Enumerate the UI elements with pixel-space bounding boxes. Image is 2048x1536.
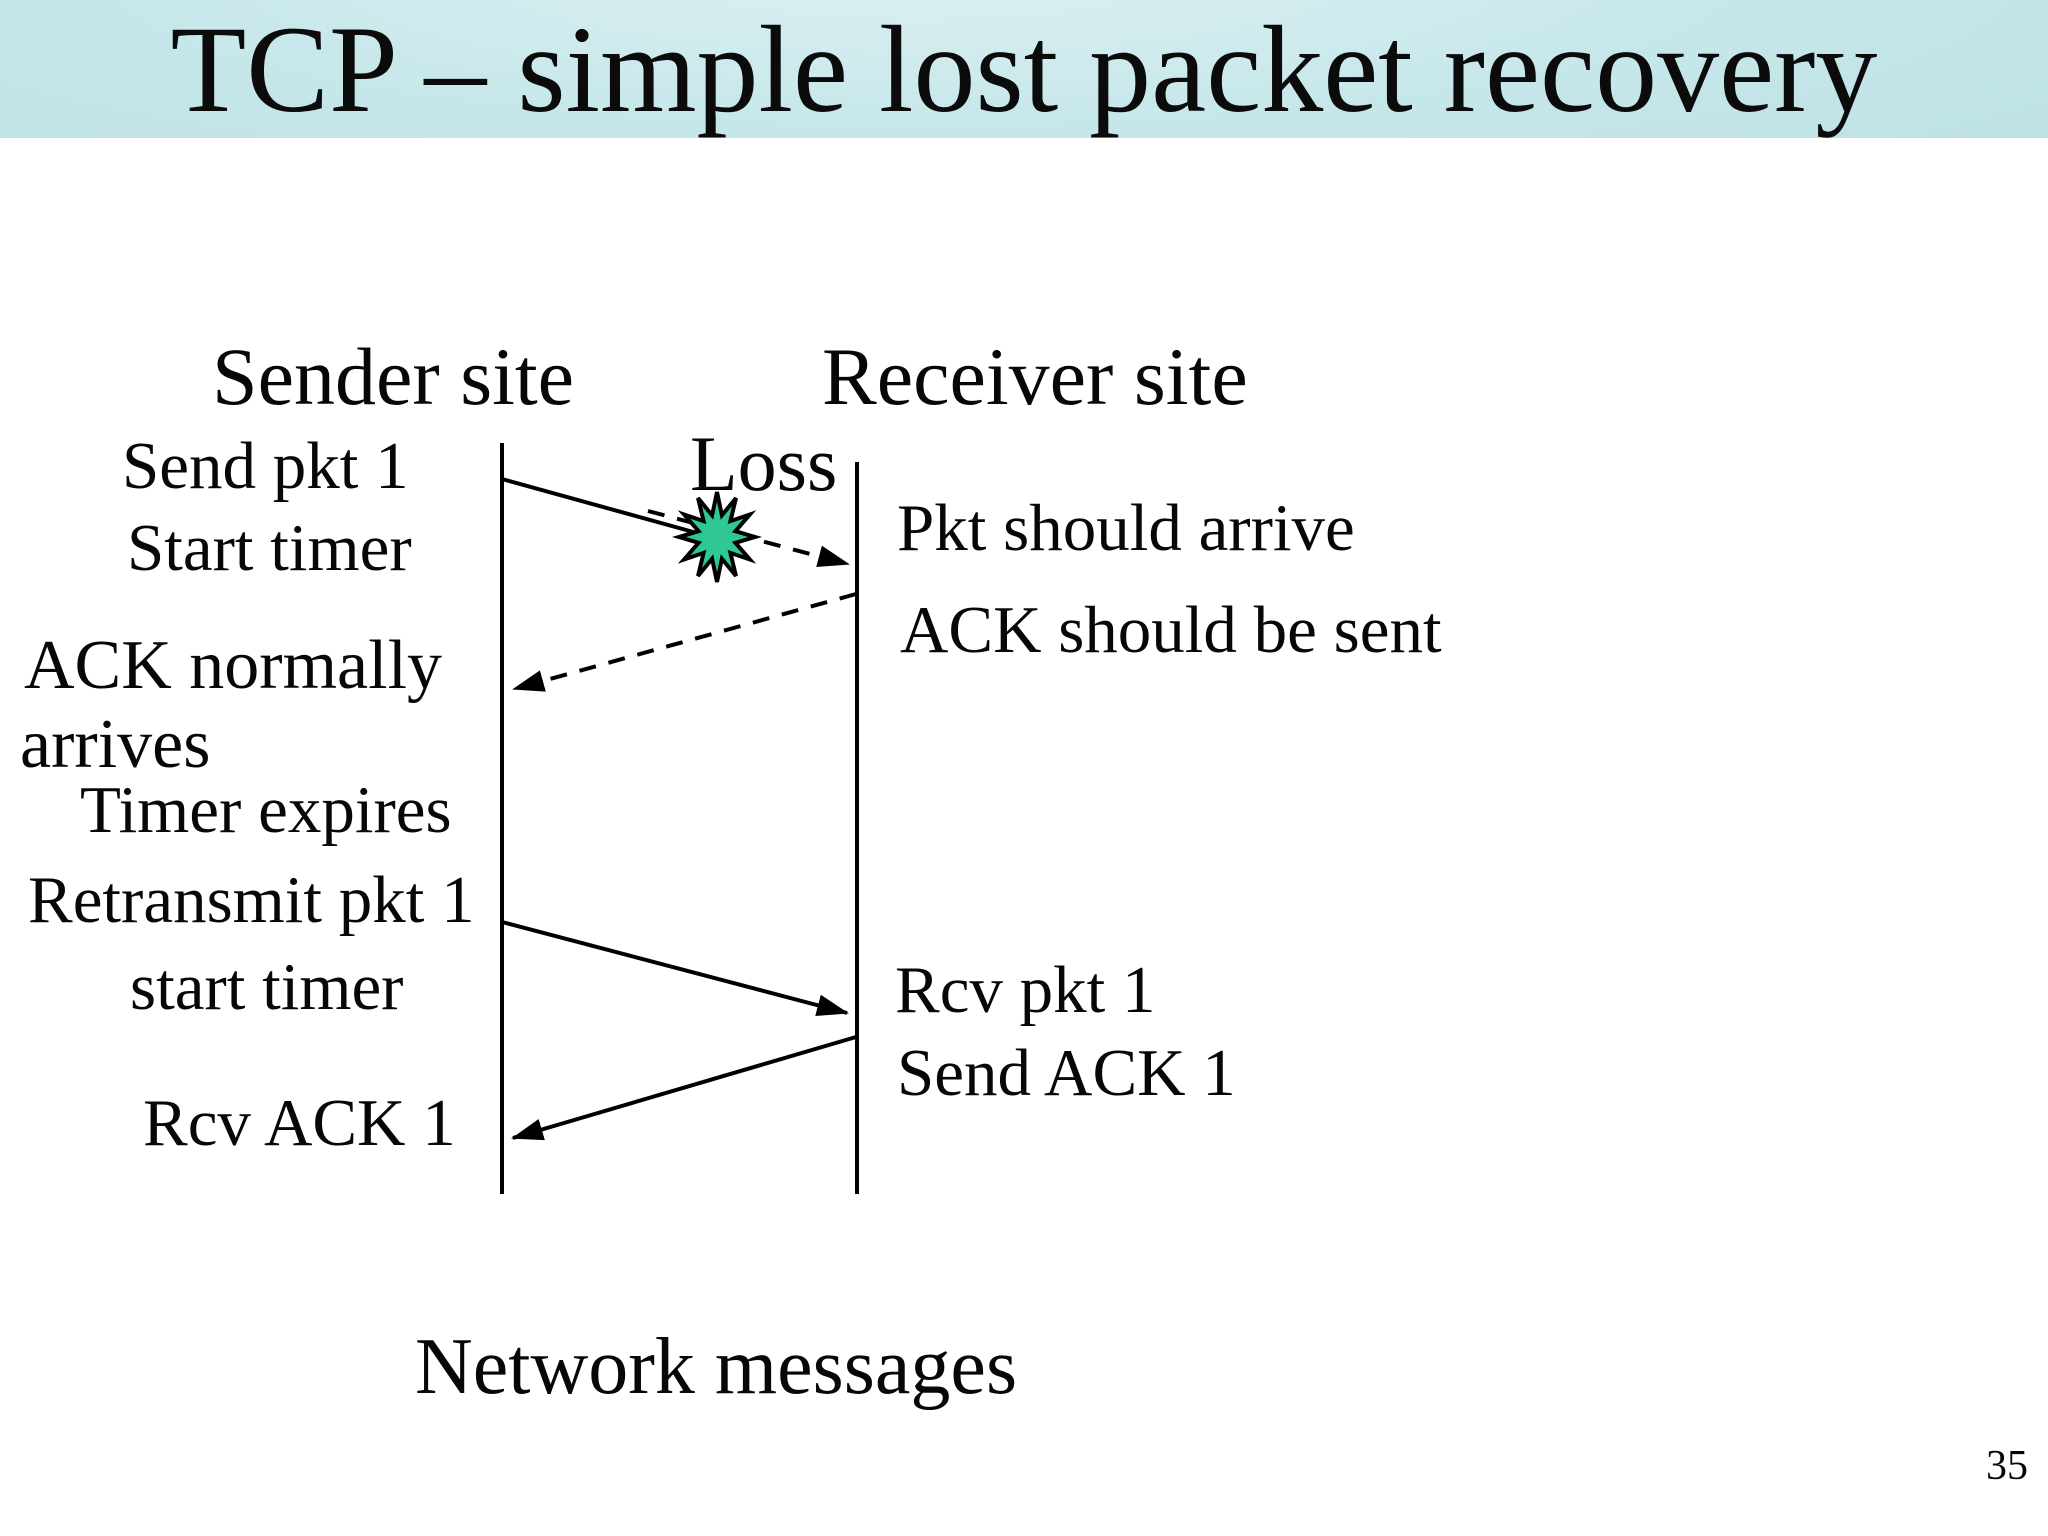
sender-event-send-pkt1: Send pkt 1 — [122, 429, 409, 503]
arrow-send-ack1 — [511, 1035, 857, 1141]
slide-title: TCP – simple lost packet recovery — [170, 1, 1878, 138]
sender-event-ack-normally: ACK normally — [24, 627, 443, 704]
receiver-site-heading: Receiver site — [822, 331, 1248, 422]
receiver-event-ack-should-be-sent: ACK should be sent — [900, 593, 1442, 667]
sender-event-retransmit-pkt1: Retransmit pkt 1 — [28, 863, 475, 937]
title-banner — [0, 0, 2048, 138]
sender-site-heading: Sender site — [212, 331, 575, 422]
sender-event-start-timer: Start timer — [127, 511, 412, 585]
sender-event-start-timer-again: start timer — [130, 950, 404, 1024]
sender-event-rcv-ack1: Rcv ACK 1 — [143, 1086, 456, 1160]
diagram-caption: Network messages — [415, 1323, 1018, 1411]
receiver-event-send-ack1: Send ACK 1 — [897, 1036, 1236, 1110]
receiver-event-rcv-pkt1: Rcv pkt 1 — [895, 953, 1156, 1027]
arrow-ack-should-be-sent — [512, 592, 857, 692]
arrow-send-pkt1 — [501, 477, 698, 535]
sender-event-timer-expires: Timer expires — [80, 773, 452, 847]
sender-event-ack-arrives: arrives — [20, 706, 211, 783]
receiver-event-pkt-should-arrive: Pkt should arrive — [897, 491, 1355, 565]
loss-label: Loss — [690, 420, 838, 507]
loss-burst-icon — [671, 491, 763, 583]
page-number: 35 — [1986, 1443, 2028, 1489]
arrow-retransmit-pkt1 — [501, 920, 849, 1016]
